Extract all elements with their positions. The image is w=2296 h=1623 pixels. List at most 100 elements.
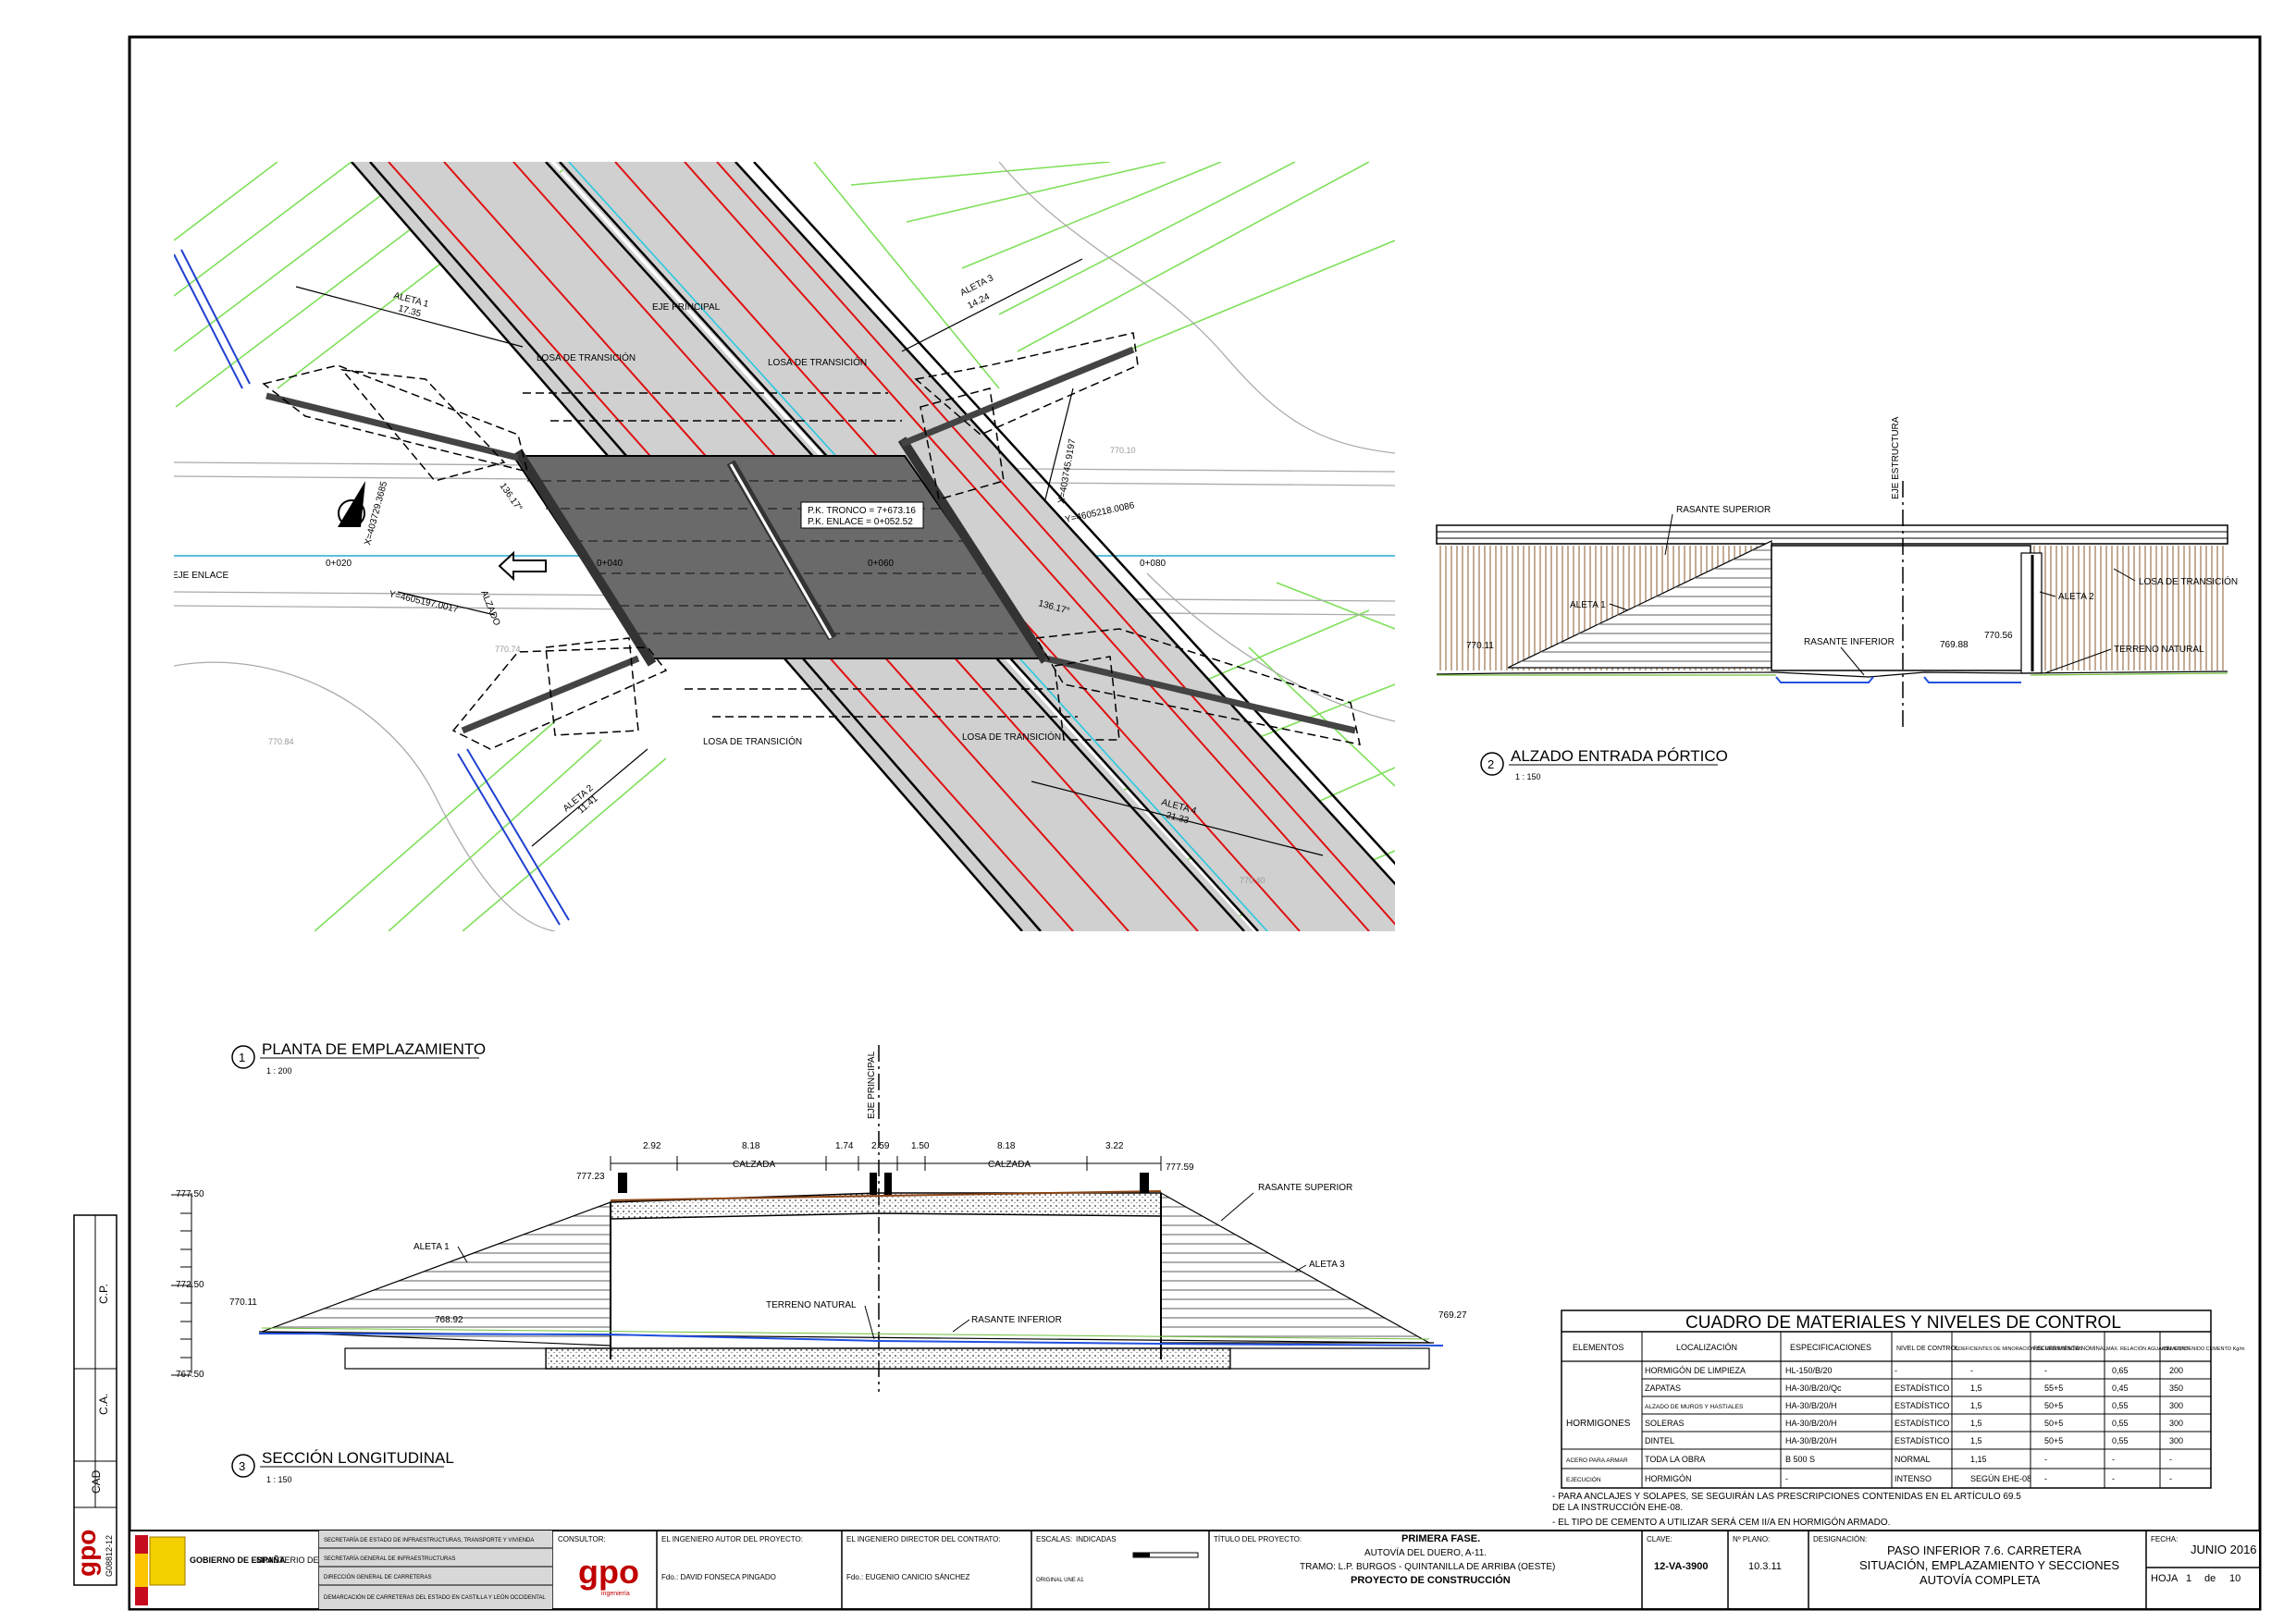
materials-cell: 1,5	[1970, 1383, 1982, 1393]
tb-gobierno: GOBIERNO DE ESPAÑA	[190, 1555, 286, 1565]
plan-cota-d: 770.40	[1240, 876, 1265, 885]
tb-plano-label: Nº PLANO:	[1733, 1535, 1770, 1543]
materials-cell: 0,55	[2112, 1401, 2129, 1410]
seccion-cota-777-59: 777.59	[1166, 1162, 1194, 1173]
plan-pk-enlace: P.K. ENLACE = 0+052.52	[808, 517, 913, 527]
alzado-scale: 1 : 150	[1515, 772, 1541, 781]
alzado-cota-mid: 769.88	[1940, 640, 1969, 650]
tb-ministerio: MINISTERIO DE FOMENTO	[256, 1555, 363, 1565]
materials-cell: NORMAL	[1895, 1455, 1931, 1464]
materials-cell: 0,55	[2112, 1436, 2129, 1445]
alzado-losa-transicion: LOSA DE TRANSICIÓN	[2139, 575, 2238, 587]
north-arrow-icon	[338, 481, 365, 527]
tb-org-3: DEMARCACIÓN DE CARRETERAS DEL ESTADO EN …	[324, 1594, 546, 1601]
materials-cell: 1,5	[1970, 1419, 1982, 1428]
tb-plano-value: 10.3.11	[1748, 1561, 1782, 1572]
materials-cell: 200	[2169, 1366, 2183, 1375]
plan-losa-nw: LOSA DE TRANSICIÓN	[537, 351, 636, 363]
materials-cell: ESTADÍSTICO	[1895, 1436, 1949, 1445]
plan-pk-080: 0+080	[1140, 559, 1167, 569]
materials-cell: 0,55	[2112, 1419, 2129, 1428]
materials-cell: SOLERAS	[1645, 1419, 1685, 1428]
plan-aleta3: ALETA 3	[958, 273, 995, 299]
materials-cell: HORMIGÓN	[1645, 1474, 1692, 1483]
materials-cell: SEGÚN EHE-08	[1970, 1474, 2031, 1483]
materials-cell: -	[1970, 1366, 1973, 1375]
alzado-cota-left: 770.11	[1466, 641, 1494, 651]
tb-org-0: SECRETARÍA DE ESTADO DE INFRAESTRUCTURAS…	[324, 1537, 534, 1543]
tb-titulo-3: TRAMO: L.P. BURGOS - QUINTANILLA DE ARRI…	[1300, 1562, 1555, 1572]
plan-x-left: X=403729.3685	[363, 480, 389, 547]
plan-pk-060: 0+060	[868, 559, 895, 569]
tb-escalas-value: INDICADAS	[1076, 1535, 1117, 1543]
tb-org-1: SECRETARÍA GENERAL DE INFRAESTRUCTURAS	[324, 1555, 455, 1562]
materials-cell: 1,5	[1970, 1436, 1982, 1445]
alzado-terreno-natural: TERRENO NATURAL	[2114, 645, 2204, 655]
materials-cell: 300	[2169, 1436, 2183, 1445]
alzado-view: EJE ESTRUCTURA RASANTE SUPERIOR LOSA DE …	[1436, 416, 2238, 731]
materials-cell: ESTADÍSTICO	[1895, 1419, 1949, 1428]
seccion-eje-principal: EJE PRINCIPAL	[867, 1051, 877, 1119]
seccion-level-2: 767.50	[176, 1370, 204, 1380]
plan-y-right: Y=4605218.0086	[1064, 500, 1136, 525]
seccion-terreno-natural: TERRENO NATURAL	[766, 1300, 857, 1310]
materials-cell: HA-30/B/20/Qc	[1785, 1383, 1842, 1393]
plan-pk-tronco: P.K. TRONCO = 7+673.16	[808, 506, 916, 516]
seccion-dim-2: 1.74	[835, 1141, 854, 1151]
side-cp: C.P.	[97, 1284, 110, 1304]
plan-eje-principal: EJE PRINCIPAL	[652, 302, 721, 313]
alzado-aleta2: ALETA 2	[2058, 592, 2094, 602]
materials-cell: 50+5	[2044, 1436, 2063, 1445]
coat-of-arms-icon	[149, 1536, 186, 1586]
seccion-barriers	[618, 1173, 1149, 1195]
view-arrow-icon	[498, 550, 547, 582]
plan-cota-c: 770.84	[268, 737, 294, 746]
alzado-title-number: 2	[1487, 757, 1494, 771]
mat-h-1: LOCALIZACIÓN	[1676, 1343, 1737, 1352]
seccion-cota-770-11: 770.11	[229, 1297, 257, 1308]
mat-h-4: COEFICIENTES DE MINORACIÓN DE RESISTENCI…	[1955, 1346, 2082, 1352]
seccion-aleta3: ALETA 3	[1309, 1260, 1345, 1270]
tb-designacion-3: AUTOVÍA COMPLETA	[1920, 1573, 2041, 1587]
mat-group-hormigones: HORMIGONES	[1566, 1419, 1631, 1429]
tb-designacion-label: DESIGNACIÓN:	[1813, 1535, 1867, 1543]
plan-ang-top: 136.17°	[498, 481, 525, 513]
plan-losa-se: LOSA DE TRANSICIÓN	[962, 731, 1061, 743]
materials-cell: INTENSO	[1895, 1474, 1932, 1483]
materials-cell: ESTADÍSTICO	[1895, 1383, 1949, 1393]
materials-cell: EJECUCIÓN	[1566, 1475, 1601, 1483]
tb-autor-name: Fdo.: DAVID FONSECA PINGADO	[661, 1573, 776, 1581]
seccion-rasante-inferior: RASANTE INFERIOR	[971, 1315, 1062, 1325]
materials-cell: HA-30/B/20/H	[1785, 1436, 1837, 1445]
tb-escalas-label: ESCALAS:	[1036, 1535, 1072, 1543]
plan-title-block: 1 PLANTA DE EMPLAZAMIENTO 1 : 200	[231, 1040, 486, 1076]
seccion-scale: 1 : 150	[266, 1475, 292, 1484]
tb-fecha-label: FECHA:	[2151, 1535, 2178, 1543]
materials-title: CUADRO DE MATERIALES Y NIVELES DE CONTRO…	[1685, 1313, 2121, 1333]
tb-consultor-sub: ingeniería	[601, 1591, 630, 1597]
plan-title: PLANTA DE EMPLAZAMIENTO	[262, 1040, 486, 1058]
mat-h-3: NIVEL DE CONTROL	[1896, 1346, 1959, 1352]
seccion-level-0: 777.50	[176, 1189, 204, 1199]
seccion-cota-769-27: 769.27	[1438, 1310, 1467, 1321]
seccion-dim-5: 8.18	[997, 1141, 1016, 1151]
materials-cell: -	[2112, 1474, 2115, 1483]
water-lines	[174, 249, 570, 926]
materials-cell: 0,45	[2112, 1383, 2129, 1393]
tb-titulo-label: TÍTULO DEL PROYECTO:	[1214, 1535, 1302, 1543]
alzado-cota-right: 770.56	[1984, 631, 2013, 641]
materials-cell: HL-150/B/20	[1785, 1366, 1833, 1375]
seccion-view: EJE PRINCIPAL	[171, 1045, 1467, 1392]
mat-h-2: ESPECIFICACIONES	[1790, 1343, 1871, 1352]
mat-h-5: RECUBRIMIENTO NOMINAL	[2033, 1346, 2107, 1352]
side-cad: CAD	[90, 1469, 103, 1494]
materials-cell: -	[2044, 1474, 2047, 1483]
tb-clave-label: CLAVE:	[1647, 1535, 1673, 1543]
materials-cell: 55+5	[2044, 1383, 2063, 1393]
materials-cell: 50+5	[2044, 1401, 2063, 1410]
materials-cell: ALZADO DE MUROS Y HASTIALES	[1645, 1404, 1744, 1410]
seccion-calzada-left: CALZADA	[733, 1160, 775, 1170]
plan-x-right: X=403745.9197	[1056, 437, 1078, 504]
